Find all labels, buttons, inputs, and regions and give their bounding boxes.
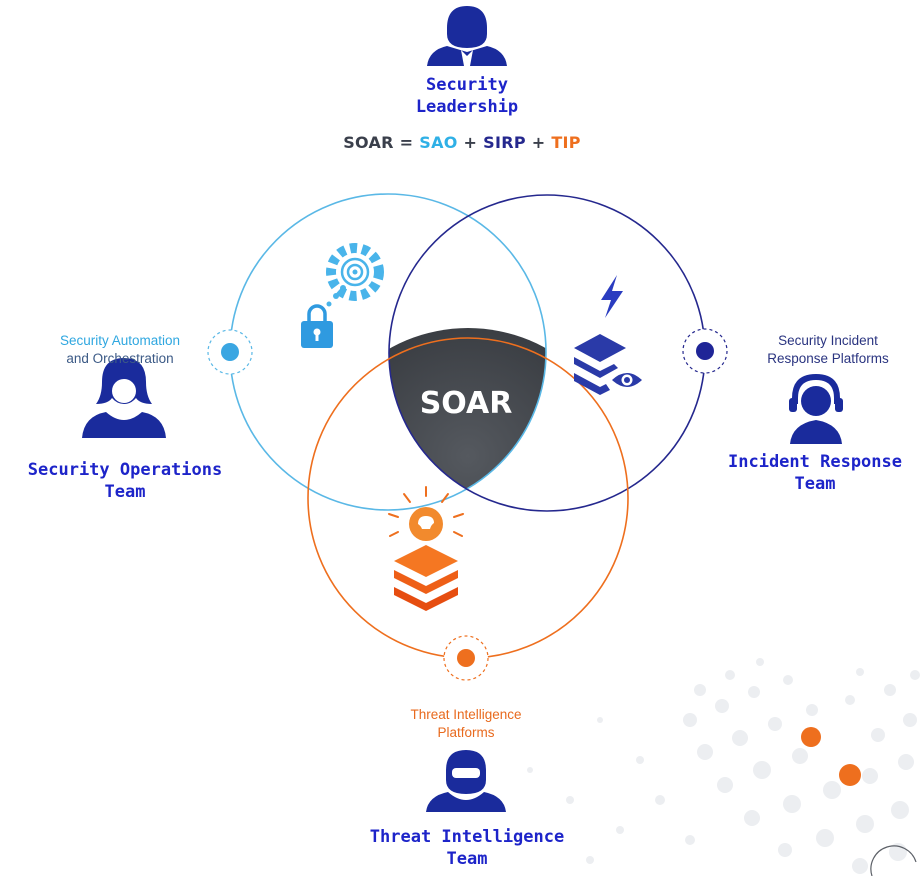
sirp-marker [682, 328, 728, 374]
tip-marker [443, 635, 489, 681]
caption-sao: Security Automation and Orchestration [20, 332, 220, 368]
team-threat-line2: Team [446, 849, 488, 869]
formula-tip: TIP [551, 133, 581, 152]
team-threat-line1: Threat Intelligence [369, 827, 565, 847]
layers-eye-icon [574, 334, 642, 395]
lightning-icon [601, 275, 623, 318]
center-label: SOAR [420, 386, 513, 421]
team-threat: Threat Intelligence Team [352, 826, 582, 870]
caption-tip: Threat Intelligence Platforms [366, 706, 566, 742]
accent-dot [839, 764, 861, 786]
accent-dot [801, 727, 821, 747]
formula-lhs: SOAR [343, 133, 394, 152]
caption-tip-line2: Platforms [437, 725, 495, 740]
formula-equals: = [393, 133, 420, 152]
lightbulb-brain-icon [388, 486, 464, 541]
layers-icon [394, 545, 458, 611]
team-operations-line2: Team [104, 482, 146, 502]
caption-sirp-line1: Security Incident [778, 333, 878, 348]
team-incident: Incident Response Team [706, 451, 924, 495]
sao-marker [207, 329, 253, 375]
formula-sirp: SIRP [483, 133, 526, 152]
team-operations-line1: Security Operations [27, 460, 223, 480]
user-icon [789, 374, 843, 444]
decorative-dots [527, 658, 920, 874]
lock-icon [301, 304, 333, 348]
team-incident-line2: Team [794, 474, 836, 494]
team-leadership-line2: Leadership [415, 97, 519, 117]
gear-target-icon [326, 243, 384, 307]
soar-formula: SOAR = SAO + SIRP + TIP [0, 133, 924, 152]
team-incident-line1: Incident Response [728, 452, 902, 472]
caption-sirp-line2: Response Platforms [767, 351, 889, 366]
caption-sao-line2: and Orchestration [66, 351, 174, 366]
caption-sao-line1: Security Automation [59, 333, 181, 348]
team-operations: Security Operations Team [10, 459, 240, 503]
user-icon [82, 358, 166, 438]
formula-plus: + [457, 133, 484, 152]
formula-sao: SAO [419, 133, 458, 152]
team-leadership-line1: Security [426, 75, 508, 95]
user-icon [426, 750, 506, 812]
caption-sirp: Security Incident Response Platforms [738, 332, 918, 368]
user-icon [427, 6, 507, 66]
formula-plus: + [525, 133, 552, 152]
team-leadership: Security Leadership [392, 74, 542, 118]
caption-tip-line1: Threat Intelligence [410, 707, 522, 722]
page-corner-circle [870, 845, 917, 876]
